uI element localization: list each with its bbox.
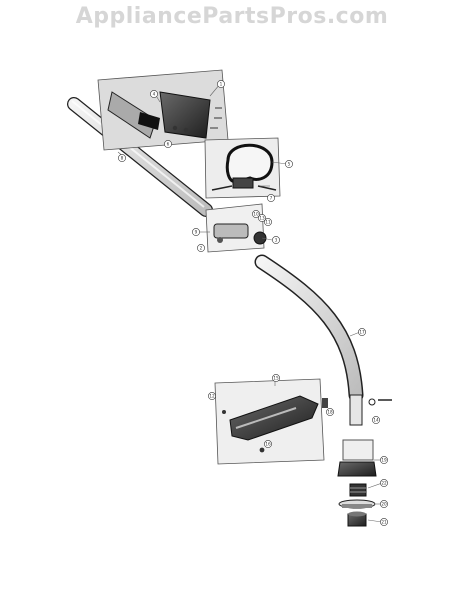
svg-text:6: 6 [167,142,170,147]
bump-knob-part [347,511,367,527]
washer-part [368,398,376,406]
screw-part [322,398,328,408]
callout-20: 20 [380,500,388,508]
spool-part [338,499,376,509]
lower-curved-shaft [254,254,364,426]
callout-13: 13 [258,214,266,222]
svg-text:20: 20 [381,502,387,507]
coupler-panel [205,203,267,253]
callout-5: 5 [285,160,293,168]
assist-handle-panel [204,137,281,199]
svg-text:11: 11 [265,220,271,225]
svg-text:9: 9 [195,230,198,235]
site-watermark: AppliancePartsPros.com [75,4,389,29]
svg-text:22: 22 [381,481,387,486]
svg-text:3: 3 [275,238,278,243]
upper-shaft [67,97,213,217]
callout-9: 9 [192,228,200,236]
svg-text:8: 8 [121,156,124,161]
callout-11: 11 [264,218,272,226]
callout-21: 21 [380,518,388,526]
svg-text:19: 19 [381,458,387,463]
svg-text:21: 21 [381,520,387,525]
trimmer-head-housing [337,439,377,477]
callout-10: 10 [252,210,260,218]
svg-text:5: 5 [288,162,291,167]
svg-text:18: 18 [327,410,333,415]
callout-1: 1 [217,80,225,88]
svg-text:14: 14 [373,418,379,423]
spring-part [349,483,367,497]
callout-4: 4 [150,90,158,98]
callout-3: 3 [272,236,280,244]
callout-6: 6 [164,140,172,148]
callout-17: 17 [358,328,366,336]
svg-text:12: 12 [209,394,215,399]
svg-text:4: 4 [153,92,156,97]
callout-2: 2 [197,244,205,252]
svg-text:10: 10 [253,212,259,217]
callout-15: 15 [272,374,280,382]
callout-8: 8 [118,154,126,162]
callout-19: 19 [380,456,388,464]
guard-assembly-panel [214,378,325,465]
svg-text:1: 1 [220,82,223,87]
svg-text:13: 13 [259,216,265,221]
handle-assembly-panel [97,69,229,151]
callout-7: 7 [267,194,275,202]
svg-text:17: 17 [359,330,365,335]
svg-text:2: 2 [200,246,203,251]
callout-12: 12 [208,392,216,400]
callout-18: 18 [326,408,334,416]
svg-text:7: 7 [270,196,273,201]
svg-text:16: 16 [265,442,271,447]
callout-22: 22 [380,479,388,487]
callout-14: 14 [372,416,380,424]
callout-16: 16 [264,440,272,448]
svg-text:15: 15 [273,376,279,381]
